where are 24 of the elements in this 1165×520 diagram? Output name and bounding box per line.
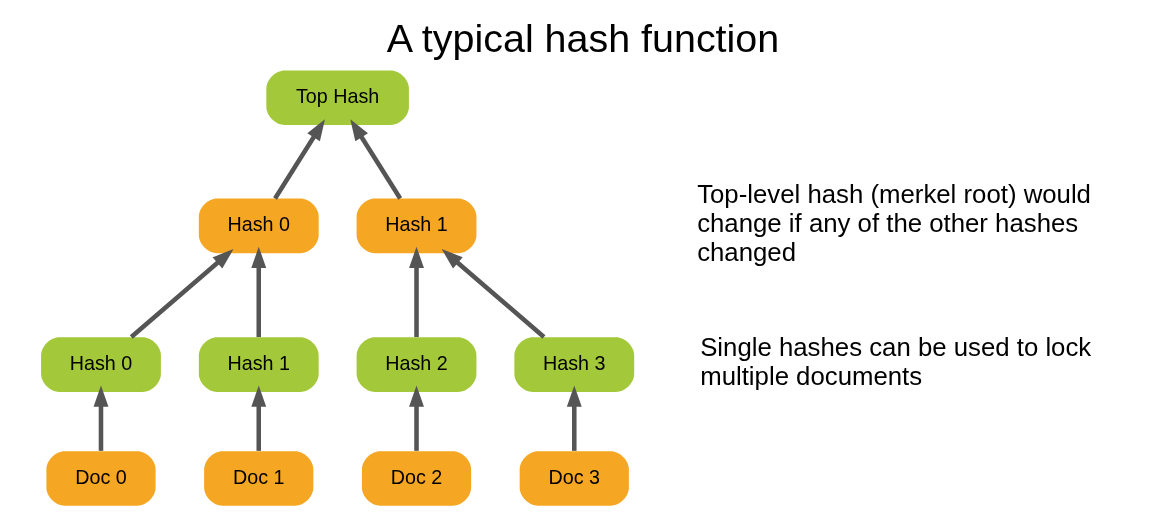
node-box: Top Hash [265, 70, 409, 125]
node-box: Hash 2 [356, 337, 476, 392]
node-box: Hash 3 [513, 337, 634, 392]
arrow [441, 249, 545, 339]
arrow [129, 249, 234, 339]
node-box: Hash 0 [198, 198, 319, 254]
label: Top-level hash (merkel root) would change if any of the other hashes changed [696, 180, 1091, 266]
node-box: Hash 1 [198, 337, 319, 392]
node-box: Doc 0 [45, 451, 156, 506]
node-box: Doc 3 [519, 451, 629, 506]
arrow [349, 119, 402, 200]
arrow [250, 246, 266, 338]
node-box: Doc 2 [361, 451, 471, 506]
arrow [272, 119, 325, 200]
node-box: Hash 1 [356, 198, 476, 254]
arrow [566, 385, 582, 451]
label: Single hashes can be used to lock multiple documents [699, 333, 1091, 391]
arrow [93, 385, 108, 451]
node-box: Doc 1 [203, 451, 313, 506]
arrow [408, 246, 424, 338]
node-box: Hash 0 [40, 337, 161, 392]
diagram-title: A typical hash function [386, 15, 779, 60]
arrow [250, 385, 266, 451]
arrow [408, 385, 424, 451]
